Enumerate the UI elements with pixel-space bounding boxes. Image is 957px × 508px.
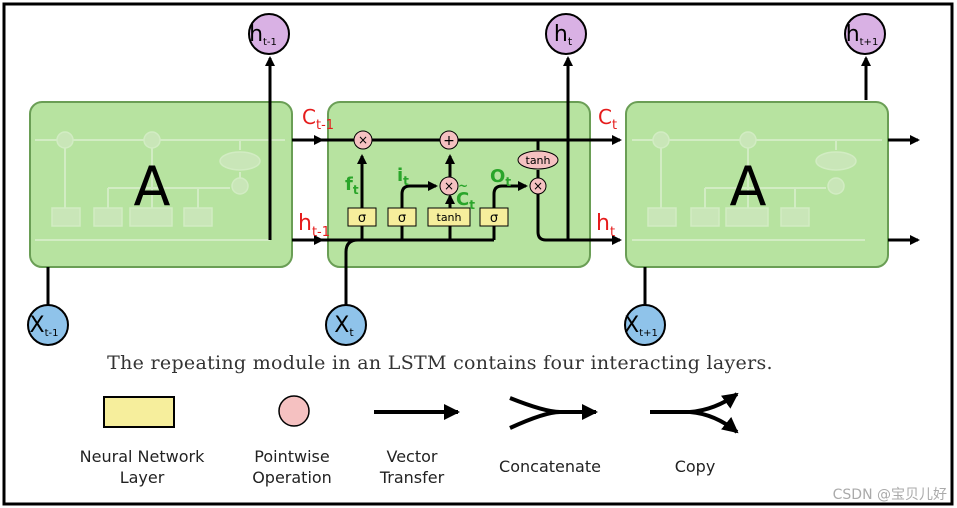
nn-layers: σ σ tanh σ: [347, 207, 509, 227]
input-mult-op: [439, 176, 459, 196]
legend-symbols: [103, 392, 739, 434]
c-in-label: Ct-1: [302, 105, 334, 133]
flow-lines: [46, 56, 920, 308]
cell-left-faded-ops: [51, 131, 261, 227]
legend-pointwise-icon: [278, 395, 310, 427]
legend-nn-layer: Neural Network Layer: [60, 446, 224, 488]
output-sigma-layer: [479, 207, 509, 227]
i-gate-arrow: [400, 181, 438, 208]
x-prev-node: [27, 304, 69, 346]
input-mult-symbol: ×: [444, 179, 454, 193]
tanh-op-label: tanh: [526, 154, 551, 167]
h-next-text: ht+1: [846, 22, 879, 48]
legend-pointwise-line2: Operation: [252, 468, 332, 487]
f-label: ft: [345, 174, 359, 197]
state-labels: Ct-1 ht-1 Ct ht: [298, 105, 617, 240]
input-sigma-layer: [387, 207, 417, 227]
h-out-label: ht: [596, 211, 615, 240]
legend-copy: Copy: [674, 457, 716, 476]
c-out-label: Ct: [598, 105, 617, 133]
legend-pointwise-line1: Pointwise: [254, 447, 330, 466]
x-prev-text: Xt-1: [30, 313, 59, 339]
cell-left-faded-lines: [35, 139, 285, 241]
legend-vector-line2: Transfer: [379, 468, 445, 487]
legend-concatenate: Concatenate: [499, 457, 601, 476]
legend-copy-icon: [650, 392, 739, 434]
x-cur-node: [325, 304, 367, 346]
h-prev-text: ht-1: [249, 22, 277, 48]
h-in-label: ht-1: [298, 211, 330, 240]
forget-sigma-layer: [347, 207, 377, 227]
c-tilde-label: Ct: [456, 189, 475, 212]
h-cur-node: [545, 13, 587, 55]
pointwise-ops: × + × × tanh: [353, 130, 559, 196]
h-cur-text: ht: [554, 22, 573, 48]
i-label: it: [397, 165, 409, 188]
cell-right-faded-lines: [632, 139, 882, 241]
input-sigma-label: σ: [398, 211, 406, 226]
x-cur-text: Xt: [334, 313, 354, 339]
diagram-caption: The repeating module in an LSTM contains…: [107, 352, 773, 374]
legend-nn-layer-icon: [103, 396, 175, 428]
forget-mult-op: [353, 130, 373, 150]
cell-right-faded-ops: [647, 131, 857, 227]
cell-right-label: A: [730, 155, 767, 218]
cell-left: A: [29, 101, 293, 268]
output-nodes: ht-1 ht ht+1: [248, 13, 886, 55]
forget-mult-symbol: ×: [358, 133, 368, 147]
cell-left-label: A: [134, 155, 171, 218]
candidate-tanh-label: tanh: [437, 211, 462, 224]
legend-vector-line1: Vector: [386, 447, 438, 466]
legend-pointwise: Pointwise Operation: [230, 446, 354, 488]
candidate-tanh-layer: [427, 207, 471, 227]
tanh-op: [517, 150, 559, 170]
output-mult-op: [529, 177, 547, 195]
add-op: [439, 130, 459, 150]
legend-concat-icon: [509, 396, 598, 430]
cell-right: A: [625, 101, 889, 268]
legend-vector: Vector Transfer: [360, 446, 464, 488]
o-gate-arrow: [492, 181, 528, 208]
watermark: CSDN @宝贝儿好: [832, 487, 947, 503]
x-in-line: [344, 238, 359, 308]
legend-nn-layer-line1: Neural Network: [79, 447, 205, 466]
x-next-text: Xt+1: [624, 313, 658, 339]
output-sigma-label: σ: [490, 211, 498, 226]
forget-sigma-label: σ: [358, 211, 366, 226]
output-mult-symbol: ×: [533, 179, 543, 193]
o-label: Ot: [490, 166, 511, 189]
h-prev-node: [248, 13, 290, 55]
input-nodes: Xt-1 Xt Xt+1: [27, 304, 666, 346]
h-out-line: [536, 194, 622, 245]
x-next-node: [624, 304, 666, 346]
h-next-node: [844, 13, 886, 55]
gate-labels: ft it ~ Ct Ot: [345, 165, 511, 212]
legend-nn-layer-line2: Layer: [119, 468, 165, 487]
add-symbol: +: [443, 133, 455, 149]
c-tilde-mark: ~: [458, 179, 468, 193]
